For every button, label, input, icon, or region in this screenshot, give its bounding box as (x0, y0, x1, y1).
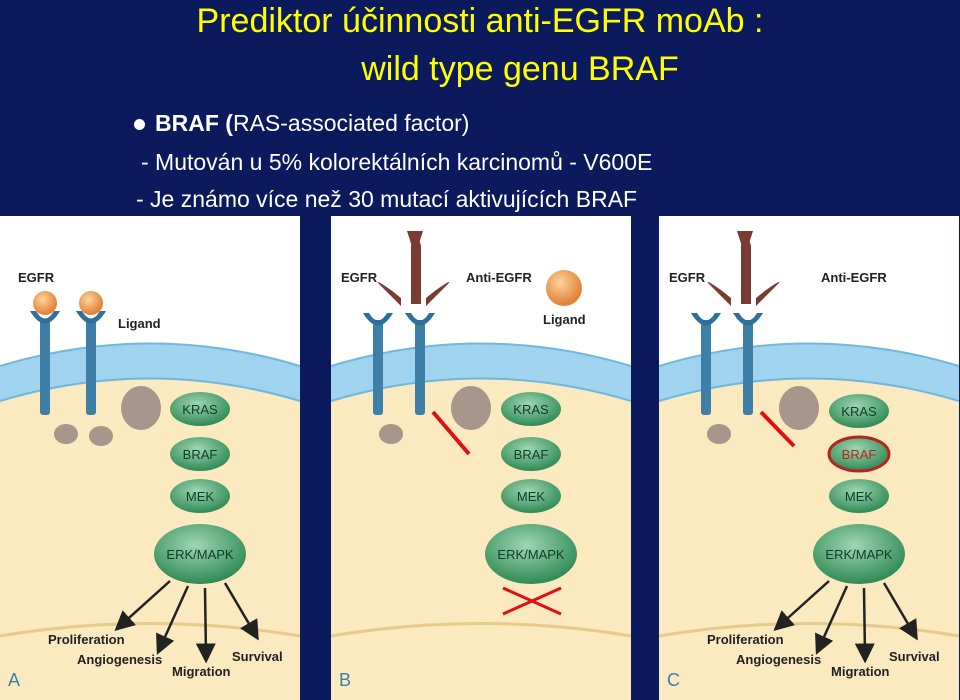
panel-letter-b: B (339, 670, 351, 690)
bullet-braf-rest: RAS-associated factor) (232, 110, 470, 136)
egfr-receptor-right (405, 313, 435, 415)
erk-node (154, 524, 246, 584)
slide-title-line-2: wild type genu BRAF (361, 50, 679, 88)
blocked-cross-icon (502, 586, 562, 616)
proliferation-label: Proliferation (707, 632, 784, 647)
braf-node (501, 437, 561, 471)
bullet-braf-bold: BRAF (155, 110, 219, 136)
erk-label: ERK/MAPK (497, 547, 565, 562)
mek-label: MEK (845, 489, 874, 504)
kras-node (829, 394, 889, 428)
egfr-label: EGFR (341, 270, 378, 285)
antibody-icon (377, 231, 450, 306)
egfr-label: EGFR (18, 270, 55, 285)
braf-label: BRAF (842, 447, 877, 462)
erk-node (813, 524, 905, 584)
survival-label: Survival (889, 649, 940, 664)
antibody-icon (707, 231, 780, 306)
mek-node (170, 479, 230, 513)
egfr-receptor-left (691, 313, 721, 415)
kras-node (501, 392, 561, 426)
text-line-mutation-rate: - Mutován u 5% kolorektálních karcinomů … (141, 149, 653, 175)
braf-mutant-node (827, 435, 891, 473)
kras-label: KRAS (841, 404, 877, 419)
downstream-arrows (773, 580, 918, 664)
ligand-label: Ligand (118, 316, 161, 331)
diagram-panel-a: EGFR Ligand KRAS BRAF MEK ERK/MAPK Proli… (0, 216, 300, 700)
bullet-braf: BRAF (RAS-associated factor) (134, 110, 469, 137)
angiogenesis-label: Angiogenesis (736, 652, 821, 667)
braf-node (170, 437, 230, 471)
downstream-arrows (114, 580, 259, 664)
survival-label: Survival (232, 649, 283, 664)
egfr-receptor-right (76, 291, 106, 415)
kras-label: KRAS (513, 402, 549, 417)
diagram-panel-c: EGFR Anti-EGFR KRAS BRAF MEK ERK/MAPK Pr… (659, 216, 959, 700)
erk-node (485, 524, 577, 584)
migration-label: Migration (172, 664, 231, 679)
slide-title-line-1: Prediktor účinnosti anti-EGFR moAb : (196, 2, 764, 40)
egfr-receptor-left (30, 291, 60, 415)
ligand-icon (546, 270, 582, 306)
erk-label: ERK/MAPK (825, 547, 893, 562)
braf-label: BRAF (183, 447, 218, 462)
text-line-mutation-count: - Je známo více než 30 mutací aktivující… (136, 186, 638, 212)
braf-label: BRAF (514, 447, 549, 462)
mek-label: MEK (517, 489, 546, 504)
kras-node (170, 392, 230, 426)
panel-letter-a: A (8, 670, 20, 690)
inhibition-bar-icon (431, 410, 471, 456)
diagram-panel-b: EGFR Anti-EGFR Ligand KRAS BRAF MEK ERK/… (331, 216, 631, 700)
bullet-dot-icon (134, 119, 145, 131)
kras-label: KRAS (182, 402, 218, 417)
angiogenesis-label: Angiogenesis (77, 652, 162, 667)
ligand-label: Ligand (543, 312, 586, 327)
panel-letter-c: C (667, 670, 680, 690)
mek-node (829, 479, 889, 513)
migration-label: Migration (831, 664, 890, 679)
mek-node (501, 479, 561, 513)
egfr-receptor-right (733, 313, 763, 415)
inhibition-bar-icon (759, 410, 796, 448)
bullet-paren: ( (225, 110, 233, 136)
egfr-receptor-left (363, 313, 393, 415)
anti-egfr-label: Anti-EGFR (821, 270, 887, 285)
mek-label: MEK (186, 489, 215, 504)
proliferation-label: Proliferation (48, 632, 125, 647)
anti-egfr-label: Anti-EGFR (466, 270, 532, 285)
egfr-label: EGFR (669, 270, 706, 285)
erk-label: ERK/MAPK (166, 547, 234, 562)
